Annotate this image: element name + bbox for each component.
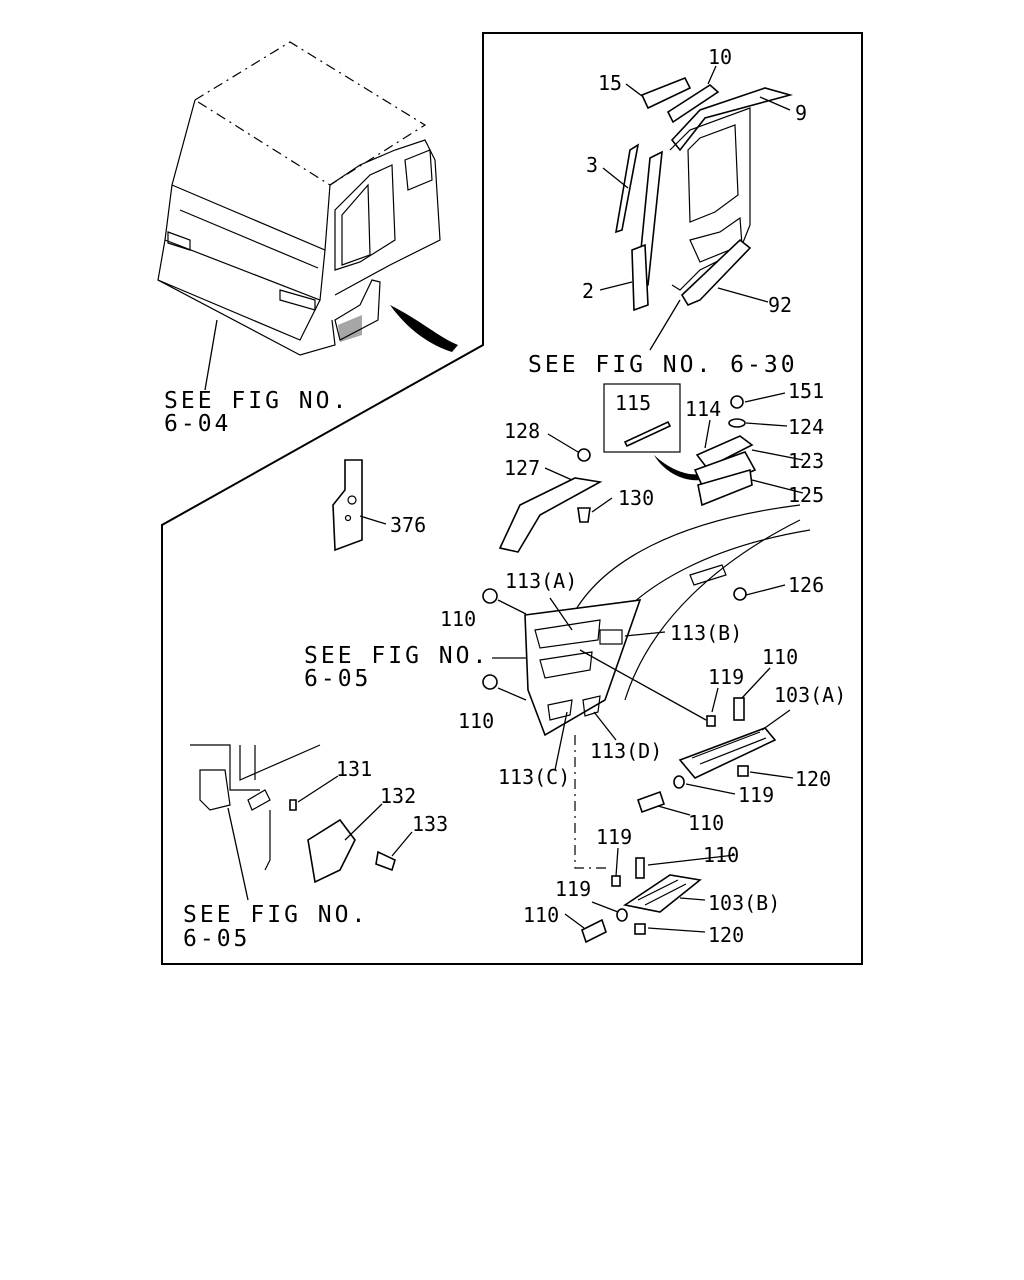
callout-119-1: 119 xyxy=(708,665,744,689)
callout-labels: 15 10 9 3 2 92 151 115 114 124 123 125 1… xyxy=(336,45,846,947)
callout-110-2: 110 xyxy=(458,709,494,733)
step-cover-parts xyxy=(693,395,757,507)
callout-124: 124 xyxy=(788,415,824,439)
callout-130: 130 xyxy=(618,486,654,510)
callout-103b: 103(B) xyxy=(708,891,780,915)
callout-110-3: 110 xyxy=(762,645,798,669)
bolt-110-mid xyxy=(482,674,498,690)
callout-119-2: 119 xyxy=(738,783,774,807)
callout-3: 3 xyxy=(586,153,598,177)
callout-120-1: 120 xyxy=(795,767,831,791)
ref-fig-6-05-low-line2: 6-05 xyxy=(183,926,250,952)
leader-fig-6-30 xyxy=(649,299,681,351)
callout-110-6: 110 xyxy=(523,903,559,927)
callout-9: 9 xyxy=(795,101,807,125)
callout-113b: 113(B) xyxy=(670,621,742,645)
ref-fig-6-30: SEE FIG NO. 6-30 xyxy=(528,352,798,378)
callout-113d: 113(D) xyxy=(590,739,662,763)
truck-cab-illustration xyxy=(157,41,441,356)
callout-2: 2 xyxy=(582,279,594,303)
callout-133: 133 xyxy=(412,812,448,836)
dashed-guide xyxy=(574,735,610,869)
callout-115: 115 xyxy=(615,391,651,415)
callout-92: 92 xyxy=(768,293,792,317)
callout-119-3: 119 xyxy=(596,825,632,849)
diagram-frame xyxy=(161,32,863,965)
trim-127 xyxy=(498,448,603,553)
bolt-110-top xyxy=(482,588,498,604)
callout-123: 123 xyxy=(788,449,824,473)
callout-125: 125 xyxy=(788,483,824,507)
bolt-126 xyxy=(733,587,747,601)
step-103b xyxy=(581,857,702,944)
callout-151: 151 xyxy=(788,379,824,403)
ref-fig-6-05-mid-line1: SEE FIG NO. xyxy=(304,643,489,669)
step-panel-113 xyxy=(524,504,811,737)
leader-lines xyxy=(227,65,804,933)
callout-110-5: 110 xyxy=(703,843,739,867)
ref-fig-6-04-line2: 6-04 xyxy=(164,411,231,437)
callout-127: 127 xyxy=(504,456,540,480)
ref-fig-6-05-low-line1: SEE FIG NO. xyxy=(183,902,368,928)
callout-110-4: 110 xyxy=(688,811,724,835)
callout-113a: 113(A) xyxy=(505,569,577,593)
lower-bracket-assembly xyxy=(190,744,396,884)
ref-fig-6-04-line1: SEE FIG NO. xyxy=(164,388,349,414)
callout-10: 10 xyxy=(708,45,732,69)
callout-114: 114 xyxy=(685,397,721,421)
door-assembly xyxy=(614,76,794,312)
callout-15: 15 xyxy=(598,71,622,95)
callout-119-4: 119 xyxy=(555,877,591,901)
ref-fig-6-05-mid-line2: 6-05 xyxy=(304,666,371,692)
arrow-detail-115 xyxy=(654,455,700,481)
callout-103a: 103(A) xyxy=(774,683,846,707)
callout-120-2: 120 xyxy=(708,923,744,947)
callout-113c: 113(C) xyxy=(498,765,570,789)
callout-128: 128 xyxy=(504,419,540,443)
callout-110-1: 110 xyxy=(440,607,476,631)
arrow-to-door-detail xyxy=(390,305,458,352)
callout-132: 132 xyxy=(380,784,416,808)
detail-box-115 xyxy=(603,383,681,453)
callout-131: 131 xyxy=(336,757,372,781)
callout-376: 376 xyxy=(390,513,426,537)
strip-115 xyxy=(623,420,672,448)
leader-fig-6-04 xyxy=(204,319,218,391)
figure-references: SEE FIG NO. 6-30 SEE FIG NO. 6-04 SEE FI… xyxy=(164,352,798,952)
bracket-376 xyxy=(332,459,363,552)
callout-126: 126 xyxy=(788,573,824,597)
step-103a xyxy=(636,697,777,814)
